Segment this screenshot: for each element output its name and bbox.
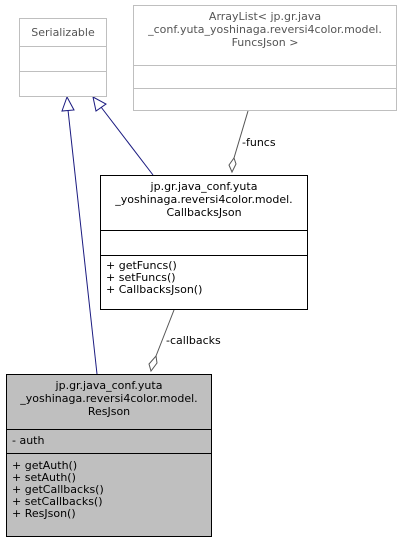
methods-section: + getFuncs() + setFuncs() + CallbacksJso…	[101, 255, 307, 309]
method-setcallbacks: + setCallbacks()	[12, 495, 103, 508]
methods-section: + getAuth() + setAuth() + getCallbacks()…	[7, 453, 211, 536]
attributes-section	[20, 46, 106, 71]
class-name: jp.gr.java_conf.yuta _yoshinaga.reversi4…	[101, 176, 307, 230]
class-name: Serializable	[31, 26, 95, 39]
name-line: ResJson	[87, 405, 131, 418]
class-name: jp.gr.java_conf.yuta _yoshinaga.reversi4…	[7, 375, 211, 429]
attributes-section	[134, 65, 396, 88]
method-resjson: + ResJson()	[12, 507, 76, 520]
name-line: FuncsJson >	[231, 36, 299, 49]
inherit-line-callbacks	[100, 106, 154, 176]
name-line: CallbacksJson	[166, 206, 242, 219]
method-callbacksjson: + CallbacksJson()	[106, 283, 203, 296]
methods-section	[20, 71, 106, 96]
method-getfuncs: + getFuncs()	[106, 259, 177, 272]
method-getcallbacks: + getCallbacks()	[12, 483, 104, 496]
class-callbacksjson[interactable]: jp.gr.java_conf.yuta _yoshinaga.reversi4…	[100, 175, 308, 310]
methods-section	[134, 88, 396, 110]
name-line: _yoshinaga.reversi4color.model.	[20, 392, 198, 405]
name-line: _yoshinaga.reversi4color.model.	[115, 193, 293, 206]
funcs-role-label: -funcs	[242, 136, 276, 149]
callbacks-link	[155, 309, 175, 357]
attributes-section	[101, 230, 307, 255]
inherit-arrow-resjson	[61, 95, 75, 112]
funcs-diamond	[228, 156, 237, 174]
callbacks-diamond	[148, 354, 158, 373]
name-line: _conf.yuta_yoshinaga.reversi4color.model…	[148, 23, 382, 36]
class-serializable[interactable]: Serializable	[19, 18, 107, 97]
class-name: ArrayList< jp.gr.java _conf.yuta_yoshina…	[134, 6, 396, 65]
callbacks-role-label: -callbacks	[166, 334, 221, 347]
method-getauth: + getAuth()	[12, 459, 78, 472]
attributes-section: - auth	[7, 429, 211, 453]
name-line: jp.gr.java_conf.yuta	[55, 379, 163, 392]
name-line: jp.gr.java_conf.yuta	[150, 180, 258, 193]
class-arraylist-funcsjson[interactable]: ArrayList< jp.gr.java _conf.yuta_yoshina…	[133, 5, 397, 111]
class-resjson[interactable]: jp.gr.java_conf.yuta _yoshinaga.reversi4…	[6, 374, 212, 537]
method-setfuncs: + setFuncs()	[106, 271, 176, 284]
funcs-link	[233, 110, 249, 159]
name-line: ArrayList< jp.gr.java	[208, 10, 322, 23]
inherit-arrow-callbacks	[92, 96, 107, 112]
attribute-auth: - auth	[12, 434, 45, 447]
method-setauth: + setAuth()	[12, 471, 76, 484]
inherit-line-resjson	[67, 109, 98, 375]
